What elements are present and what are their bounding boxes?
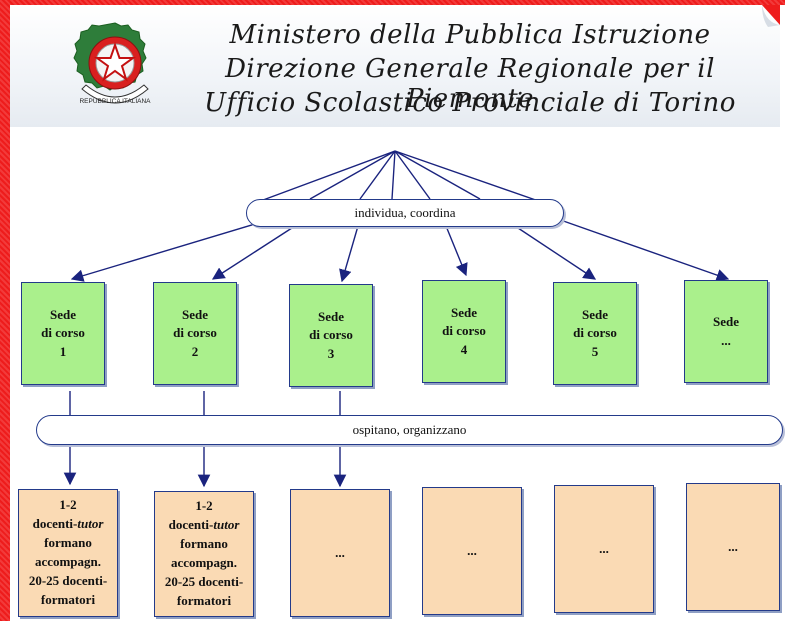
team-label: ... <box>599 540 609 556</box>
sede-label: Sede di corso 1 <box>41 307 85 359</box>
sede-box-6: Sede ... <box>684 280 768 383</box>
arrow-to-sede-3 <box>339 225 359 283</box>
hosting-pill: ospitano, organizzano <box>36 415 783 445</box>
fan-line-5 <box>394 150 431 200</box>
sede-label: Sede di corso 2 <box>173 307 217 359</box>
fan-line-2 <box>309 150 396 200</box>
sede-box-3: Sede di corso 3 <box>289 284 373 387</box>
regional-direction-title: Direzione Generale Regionale per il Piem… <box>225 54 715 114</box>
arrow-to-sede-1 <box>70 220 266 282</box>
team-label: 1-2 docenti-tutor formano accompagn. 20-… <box>164 498 244 608</box>
team-box-4: ... <box>422 487 522 615</box>
arrow-to-sede-2 <box>211 225 296 280</box>
team-box-3: ... <box>290 489 390 617</box>
page-curl-icon <box>762 5 780 27</box>
header-banner: REPUBBLICA ITALIANA Ministero della Pubb… <box>10 5 780 127</box>
sede-box-4: Sede di corso 4 <box>422 280 506 383</box>
fan-line-6 <box>394 150 481 200</box>
fan-line-4 <box>391 150 396 200</box>
sede-box-5: Sede di corso 5 <box>553 282 637 385</box>
sede-label: Sede di corso 4 <box>442 305 486 357</box>
ministry-title: Ministero della Pubblica Istruzione <box>229 20 711 50</box>
arrow-to-sede-4 <box>445 225 468 277</box>
sede-label: Sede ... <box>713 314 739 348</box>
sede-label: Sede di corso 5 <box>573 307 617 359</box>
svg-text:REPUBBLICA ITALIANA: REPUBBLICA ITALIANA <box>79 98 151 105</box>
arrow-to-sede-6 <box>551 216 730 282</box>
provincial-office-title: Ufficio Scolastico Provinciale di Torino <box>204 88 736 118</box>
fan-line-1 <box>254 150 396 204</box>
sede-box-2: Sede di corso 2 <box>153 282 237 385</box>
team-label: 1-2 docenti-tutor formano accompagn. 20-… <box>28 497 108 607</box>
team-label: ... <box>335 544 345 560</box>
italian-republic-emblem-icon: REPUBBLICA ITALIANA <box>73 22 151 105</box>
connector-arrows <box>63 150 730 488</box>
team-box-5: ... <box>554 485 654 613</box>
team-label: ... <box>467 542 477 558</box>
fan-line-3 <box>359 150 396 200</box>
coordination-pill: individua, coordina <box>246 199 564 227</box>
diagram-canvas: REPUBBLICA ITALIANA Ministero della Pubb… <box>10 5 785 621</box>
team-box-6: ... <box>686 483 780 611</box>
fan-line-7 <box>394 150 551 206</box>
team-box-2: 1-2 docenti-tutor formano accompagn. 20-… <box>154 491 254 617</box>
sede-box-1: Sede di corso 1 <box>21 282 105 385</box>
arrow-to-sede-5 <box>514 225 597 280</box>
team-box-1: 1-2 docenti-tutor formano accompagn. 20-… <box>18 489 118 617</box>
team-label: ... <box>728 538 738 554</box>
sede-label: Sede di corso 3 <box>309 309 353 361</box>
